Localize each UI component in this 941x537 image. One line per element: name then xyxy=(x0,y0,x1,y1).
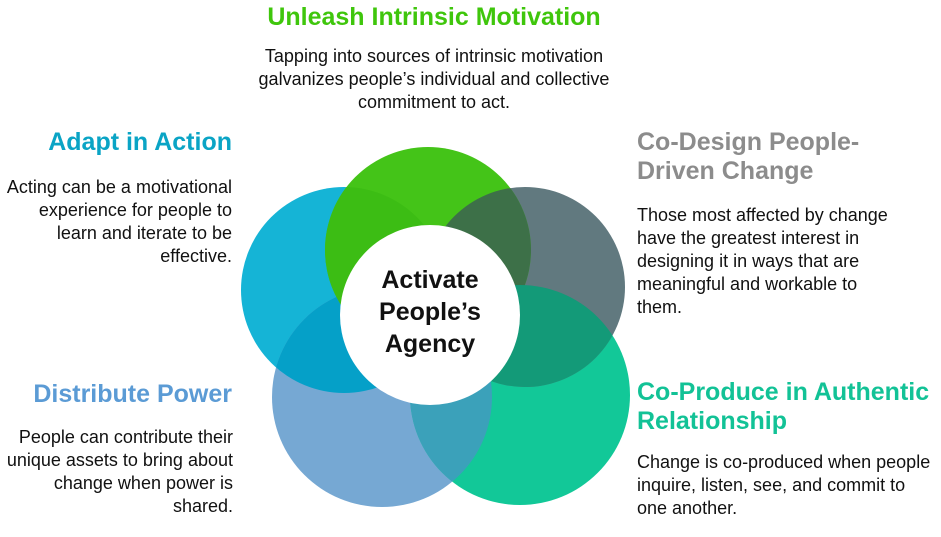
center-title: Activate People’s Agency xyxy=(379,266,481,358)
section-title-intrinsic-motivation: Unleash Intrinsic Motivation xyxy=(267,3,601,31)
section-body-distribute-power: People can contribute their unique asset… xyxy=(6,427,233,516)
section-title-adapt-in-action: Adapt in Action xyxy=(48,128,232,156)
section-body-adapt-in-action: Acting can be a motivational experience … xyxy=(6,177,232,266)
section-body-co-produce: Change is co-produced when people inquir… xyxy=(637,452,931,518)
center-circle xyxy=(340,225,520,405)
section-title-distribute-power: Distribute Power xyxy=(33,380,232,408)
section-body-co-design: Those most affected by change have the g… xyxy=(637,205,888,317)
section-body-intrinsic-motivation: Tapping into sources of intrinsic motiva… xyxy=(258,46,610,112)
section-title-co-produce: Co-Produce in Authentic Relationship xyxy=(637,378,930,435)
section-title-co-design: Co-Design People-Driven Change xyxy=(637,128,860,185)
